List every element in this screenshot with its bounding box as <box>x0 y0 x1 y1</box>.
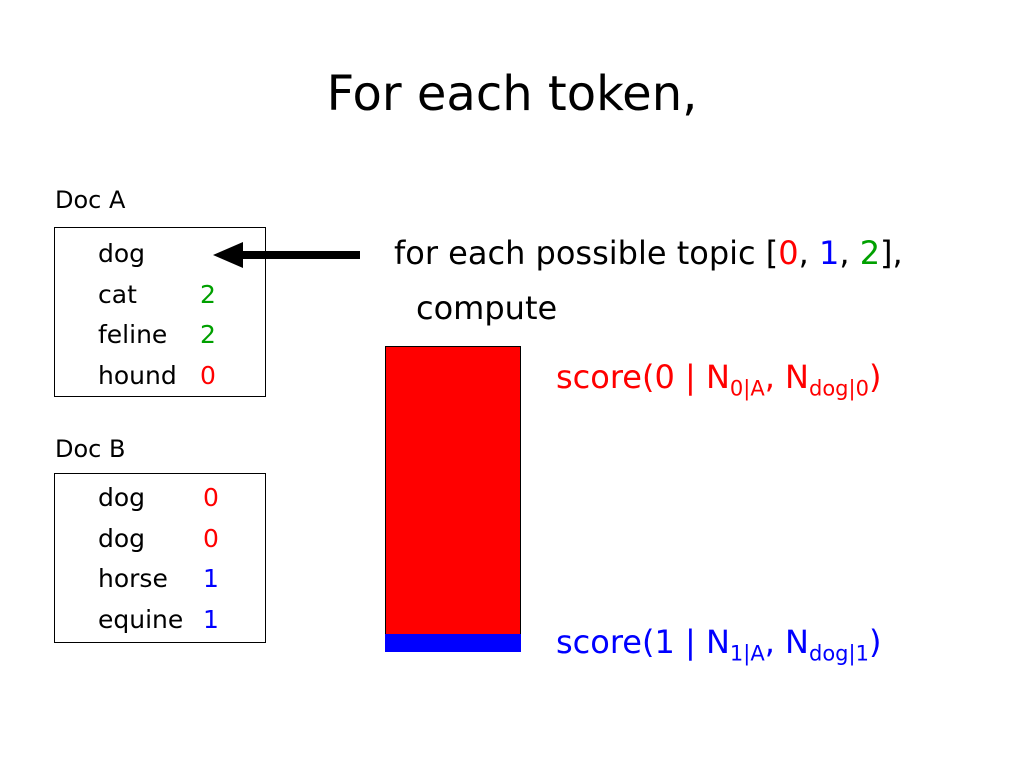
doc-b-topic: 0 <box>203 483 219 512</box>
score-prefix: score(0 | N <box>556 358 730 396</box>
slide-title: For each token, <box>326 66 698 122</box>
instruction-topic-0: 0 <box>778 234 799 272</box>
score-0-label: score(0 | N0|A, Ndog|0) <box>556 357 882 401</box>
instruction-line-2: compute <box>416 289 558 327</box>
score-subscript: dog|0 <box>808 376 869 401</box>
doc-b-word: equine <box>98 605 184 634</box>
doc-b-word: dog <box>98 483 146 512</box>
doc-b-word: dog <box>98 524 146 553</box>
score-subscript: 1|A <box>729 641 765 666</box>
doc-a-word: feline <box>98 320 168 349</box>
doc-b-topic: 1 <box>203 605 219 634</box>
score-1-label: score(1 | N1|A, Ndog|1) <box>556 622 882 666</box>
left-arrow-icon <box>213 242 360 268</box>
score-subscript: 0|A <box>729 376 765 401</box>
doc-b-topic: 0 <box>203 524 219 553</box>
score-prefix: score(1 | N <box>556 623 730 661</box>
instruction-separator: , <box>798 234 819 272</box>
doc-a-word: dog <box>98 239 146 268</box>
score-mid: , N <box>764 623 809 661</box>
instruction-suffix: ], <box>880 234 903 272</box>
doc-a-topic: 2 <box>200 280 216 309</box>
score-1-bar <box>385 634 521 652</box>
instruction-line-1: for each possible topic [0, 1, 2], <box>394 233 903 273</box>
score-mid: , N <box>764 358 809 396</box>
instruction-topic-1: 1 <box>818 234 840 272</box>
doc-b-topic: 1 <box>203 564 219 593</box>
doc-b-word: horse <box>98 564 168 593</box>
doc-b-label: Doc B <box>55 435 126 463</box>
score-suffix: ) <box>868 623 882 661</box>
score-subscript: dog|1 <box>808 641 869 666</box>
doc-a-topic: 0 <box>200 361 216 390</box>
instruction-separator: , <box>839 234 860 272</box>
score-0-bar <box>385 346 521 635</box>
score-suffix: ) <box>868 358 882 396</box>
doc-a-label: Doc A <box>55 186 126 214</box>
instruction-topic-2: 2 <box>859 234 881 272</box>
doc-a-word: hound <box>98 361 177 390</box>
doc-a-topic: 2 <box>200 320 216 349</box>
instruction-prefix: for each possible topic [ <box>394 234 779 272</box>
doc-a-word: cat <box>98 280 137 309</box>
doc-b-box: dog 0 dog 0 horse 1 equine 1 <box>54 473 266 643</box>
